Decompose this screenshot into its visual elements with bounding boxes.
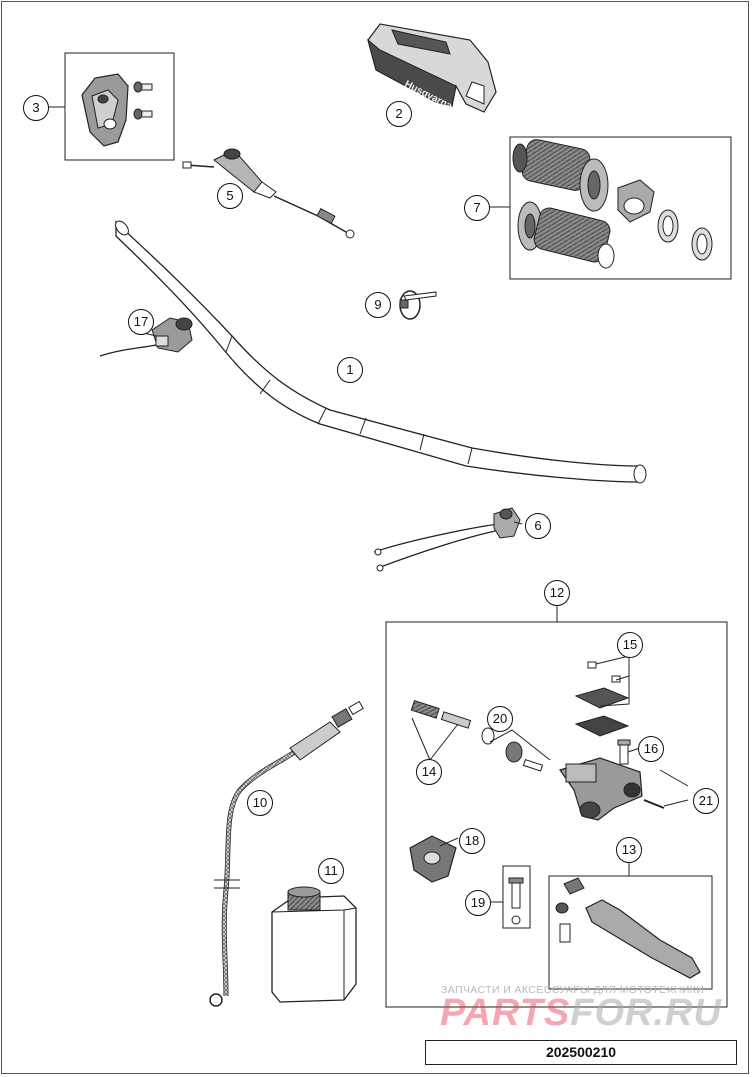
- clutch-lever: [555, 877, 701, 979]
- box-part-7: [509, 136, 732, 280]
- housing-screws: [133, 81, 153, 120]
- kill-switch: [373, 507, 521, 572]
- callout-10: 10: [247, 790, 273, 816]
- clutch-master-cylinder: [559, 757, 643, 821]
- pin: [508, 877, 524, 925]
- pivot-bolt: [617, 739, 665, 809]
- callout-18: 18: [459, 828, 485, 854]
- piston-kit: [410, 699, 544, 772]
- reference-number: 202500210: [425, 1040, 737, 1065]
- callout-20: 20: [487, 706, 513, 732]
- callout-21: 21: [693, 788, 719, 814]
- fluid-bottle: [271, 886, 357, 1003]
- handlebar: [115, 220, 647, 484]
- callout-6: 6: [525, 513, 551, 539]
- callout-7: 7: [464, 195, 490, 221]
- box-part-19: [502, 865, 531, 929]
- callout-11: 11: [318, 858, 344, 884]
- callout-1: 1: [337, 357, 363, 383]
- box-part-13: [548, 875, 713, 990]
- callout-2: 2: [386, 101, 412, 127]
- left-switch: [99, 317, 193, 357]
- watermark-logo-part-b: FOR.RU: [570, 992, 722, 1034]
- callout-13: 13: [616, 837, 642, 863]
- callout-17: 17: [128, 309, 154, 335]
- watermark-logo-part-a: PARTS: [440, 992, 571, 1034]
- handlebar-pad: Husqvarna: [367, 23, 497, 113]
- callout-14: 14: [416, 759, 442, 785]
- callout-5: 5: [217, 183, 243, 209]
- callout-9: 9: [365, 292, 391, 318]
- callout-3: 3: [23, 95, 49, 121]
- lever-guard: [409, 835, 457, 883]
- reservoir-cover: [574, 661, 630, 737]
- grip-set: [512, 139, 713, 269]
- clutch-hose: [209, 700, 364, 1007]
- cable-tie: [399, 290, 437, 320]
- watermark-logo: PARTSFOR.RU: [440, 992, 722, 1035]
- watermark-tagline: ЗАПЧАСТИ И АКСЕССУАРЫ ДЛЯ МОТОТЕХНИКИ: [441, 984, 705, 996]
- callout-16: 16: [638, 736, 664, 762]
- callout-12: 12: [544, 580, 570, 606]
- throttle-housing: [81, 73, 129, 147]
- callout-19: 19: [465, 890, 491, 916]
- throttle-cable: [182, 148, 355, 239]
- callout-15: 15: [617, 632, 643, 658]
